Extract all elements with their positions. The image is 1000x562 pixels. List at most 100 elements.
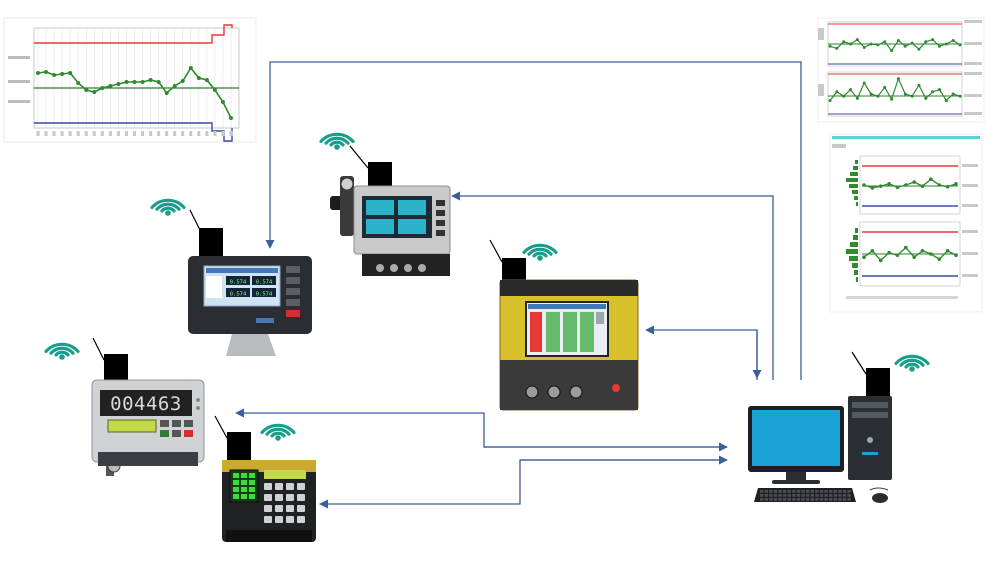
data-point: [869, 92, 873, 96]
data-point: [890, 97, 894, 101]
data-point: [855, 96, 859, 100]
data-point: [84, 88, 89, 92]
connector-tablet-top: [265, 61, 802, 380]
tag-gauge: [104, 354, 128, 382]
chart-2-series: [828, 38, 962, 103]
data-point: [132, 80, 137, 84]
data-point: [140, 80, 145, 84]
wifi-icon: [894, 354, 930, 372]
data-point: [890, 49, 894, 53]
histogram-bar: [853, 166, 858, 170]
data-point: [92, 90, 97, 94]
data-point: [931, 38, 935, 42]
data-point: [945, 249, 950, 253]
data-point: [904, 183, 908, 187]
data-point: [917, 47, 921, 51]
data-point: [828, 44, 832, 48]
data-point: [937, 183, 942, 187]
histogram-bar: [849, 184, 858, 188]
connector-keypad: [319, 459, 727, 509]
data-point: [912, 255, 916, 259]
connector-lines: [235, 61, 802, 509]
tablet-terminal: 0.574 0.574 0.574 0.574: [188, 256, 312, 356]
data-point: [60, 72, 65, 76]
histogram-bar: [853, 235, 858, 240]
data-point: [937, 44, 941, 48]
desktop-computer-icon: [748, 396, 892, 503]
data-point: [842, 40, 846, 44]
data-point: [878, 258, 883, 263]
data-point: [929, 252, 933, 256]
data-point: [855, 38, 859, 42]
gauge-readout: 004463: [110, 393, 182, 415]
data-point: [958, 43, 962, 47]
data-point: [835, 90, 839, 94]
series-line: [863, 246, 957, 262]
data-point: [896, 77, 900, 81]
data-point: [944, 99, 948, 103]
tag-pneumatic: [368, 162, 392, 190]
data-point: [849, 88, 853, 92]
data-point: [910, 94, 914, 98]
data-point: [870, 249, 875, 253]
digital-gauge: 004463: [91, 379, 205, 476]
data-point: [944, 42, 948, 46]
data-point: [220, 100, 225, 104]
data-point: [954, 182, 958, 186]
data-point: [883, 40, 887, 44]
data-point: [188, 66, 193, 70]
histogram: [846, 160, 858, 282]
data-point: [212, 88, 217, 92]
histogram-bar: [852, 263, 858, 268]
data-point: [100, 86, 105, 90]
spc-chart-3: [829, 133, 983, 313]
pneumatic-unit: [330, 176, 451, 276]
data-point: [842, 94, 846, 98]
connector-gauge: [235, 408, 727, 448]
data-point: [229, 116, 233, 120]
histogram-bar: [855, 228, 858, 233]
tag-keypad: [227, 432, 251, 460]
data-point: [862, 81, 866, 85]
data-point: [835, 46, 839, 50]
data-point: [931, 90, 935, 94]
wifi-icon: [522, 243, 558, 261]
data-point: [945, 184, 950, 189]
data-point: [204, 78, 209, 82]
data-point: [920, 184, 925, 188]
data-point: [951, 92, 955, 96]
wifi-icon: [319, 132, 355, 150]
wifi-icon: [150, 198, 186, 216]
histogram-bar: [849, 256, 858, 261]
data-point: [828, 99, 832, 103]
data-point: [958, 94, 962, 98]
data-point: [108, 84, 113, 88]
data-point: [849, 42, 853, 46]
data-point: [929, 177, 933, 181]
histogram-bar: [850, 242, 858, 247]
data-point: [883, 85, 887, 89]
connector-pneumatic: [451, 191, 774, 380]
data-point: [937, 257, 942, 261]
upper-control-limit: [34, 24, 233, 44]
histogram-bar: [854, 270, 858, 275]
data-point: [876, 43, 880, 47]
tablet-readout: 0.574 0.574 0.574 0.574: [226, 276, 276, 298]
data-point: [862, 255, 866, 259]
data-point: [36, 71, 40, 75]
tag-tablet: [199, 228, 223, 256]
histogram-bar: [856, 202, 858, 206]
data-point: [904, 245, 908, 250]
data-point: [876, 94, 880, 98]
data-point: [870, 186, 875, 190]
data-point: [895, 253, 900, 258]
data-point: [920, 249, 925, 253]
data-point: [156, 80, 161, 84]
data-point: [878, 184, 883, 188]
data-point: [917, 83, 921, 87]
data-point: [895, 185, 900, 190]
tablet-readout-2: 0.574: [256, 280, 273, 286]
hmi-panel: [499, 279, 639, 411]
data-point: [903, 92, 907, 96]
data-point: [68, 71, 73, 75]
